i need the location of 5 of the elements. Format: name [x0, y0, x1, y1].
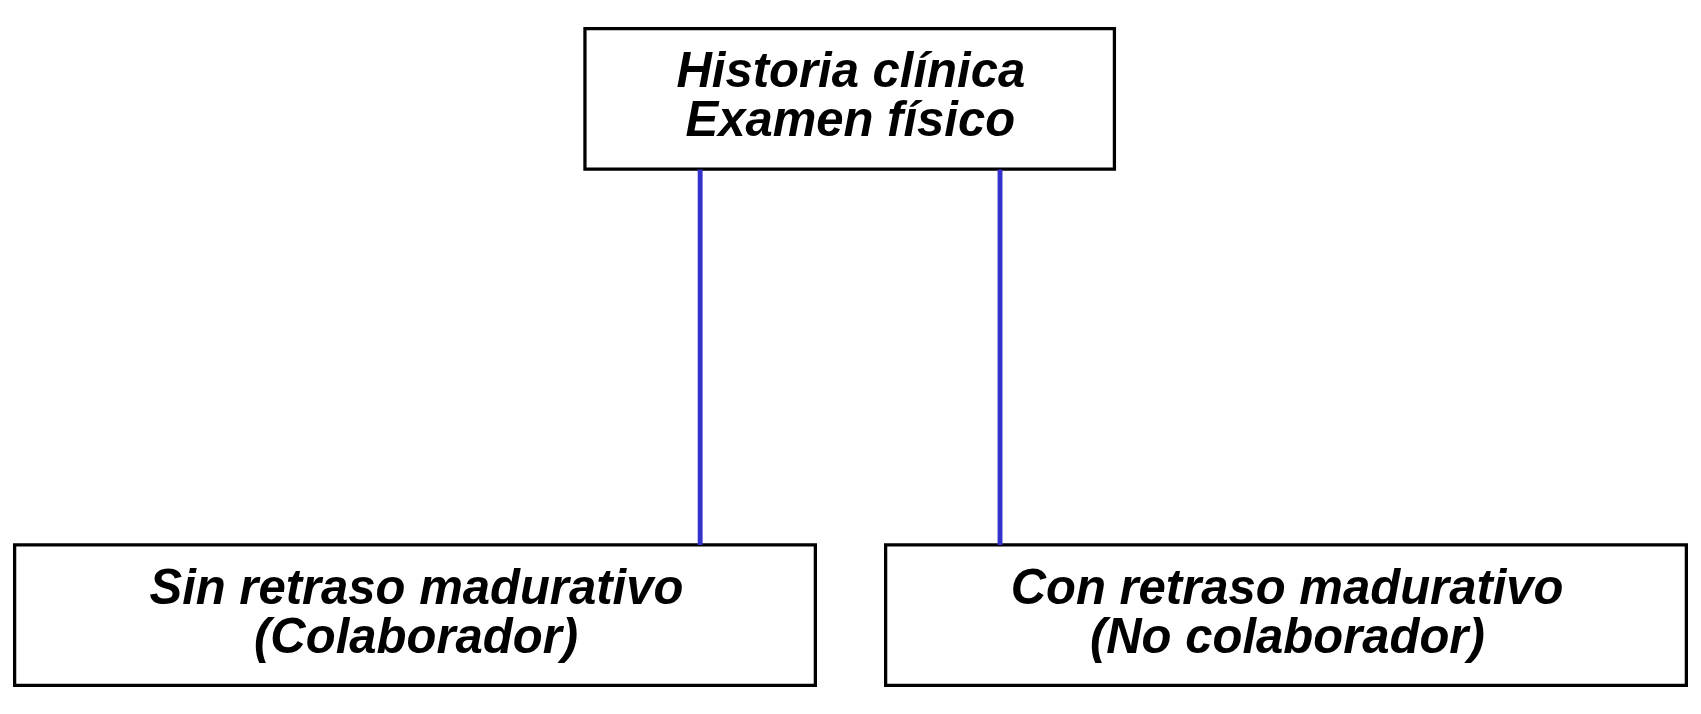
connector [997, 169, 1003, 545]
connector [697, 169, 703, 545]
node-box: Historia clínica Examen físico [583, 26, 1117, 171]
node-box: Sin retraso madurativo (Colaborador) [13, 543, 817, 688]
node-box: Con retraso madurativo (No colaborador) [884, 543, 1688, 688]
